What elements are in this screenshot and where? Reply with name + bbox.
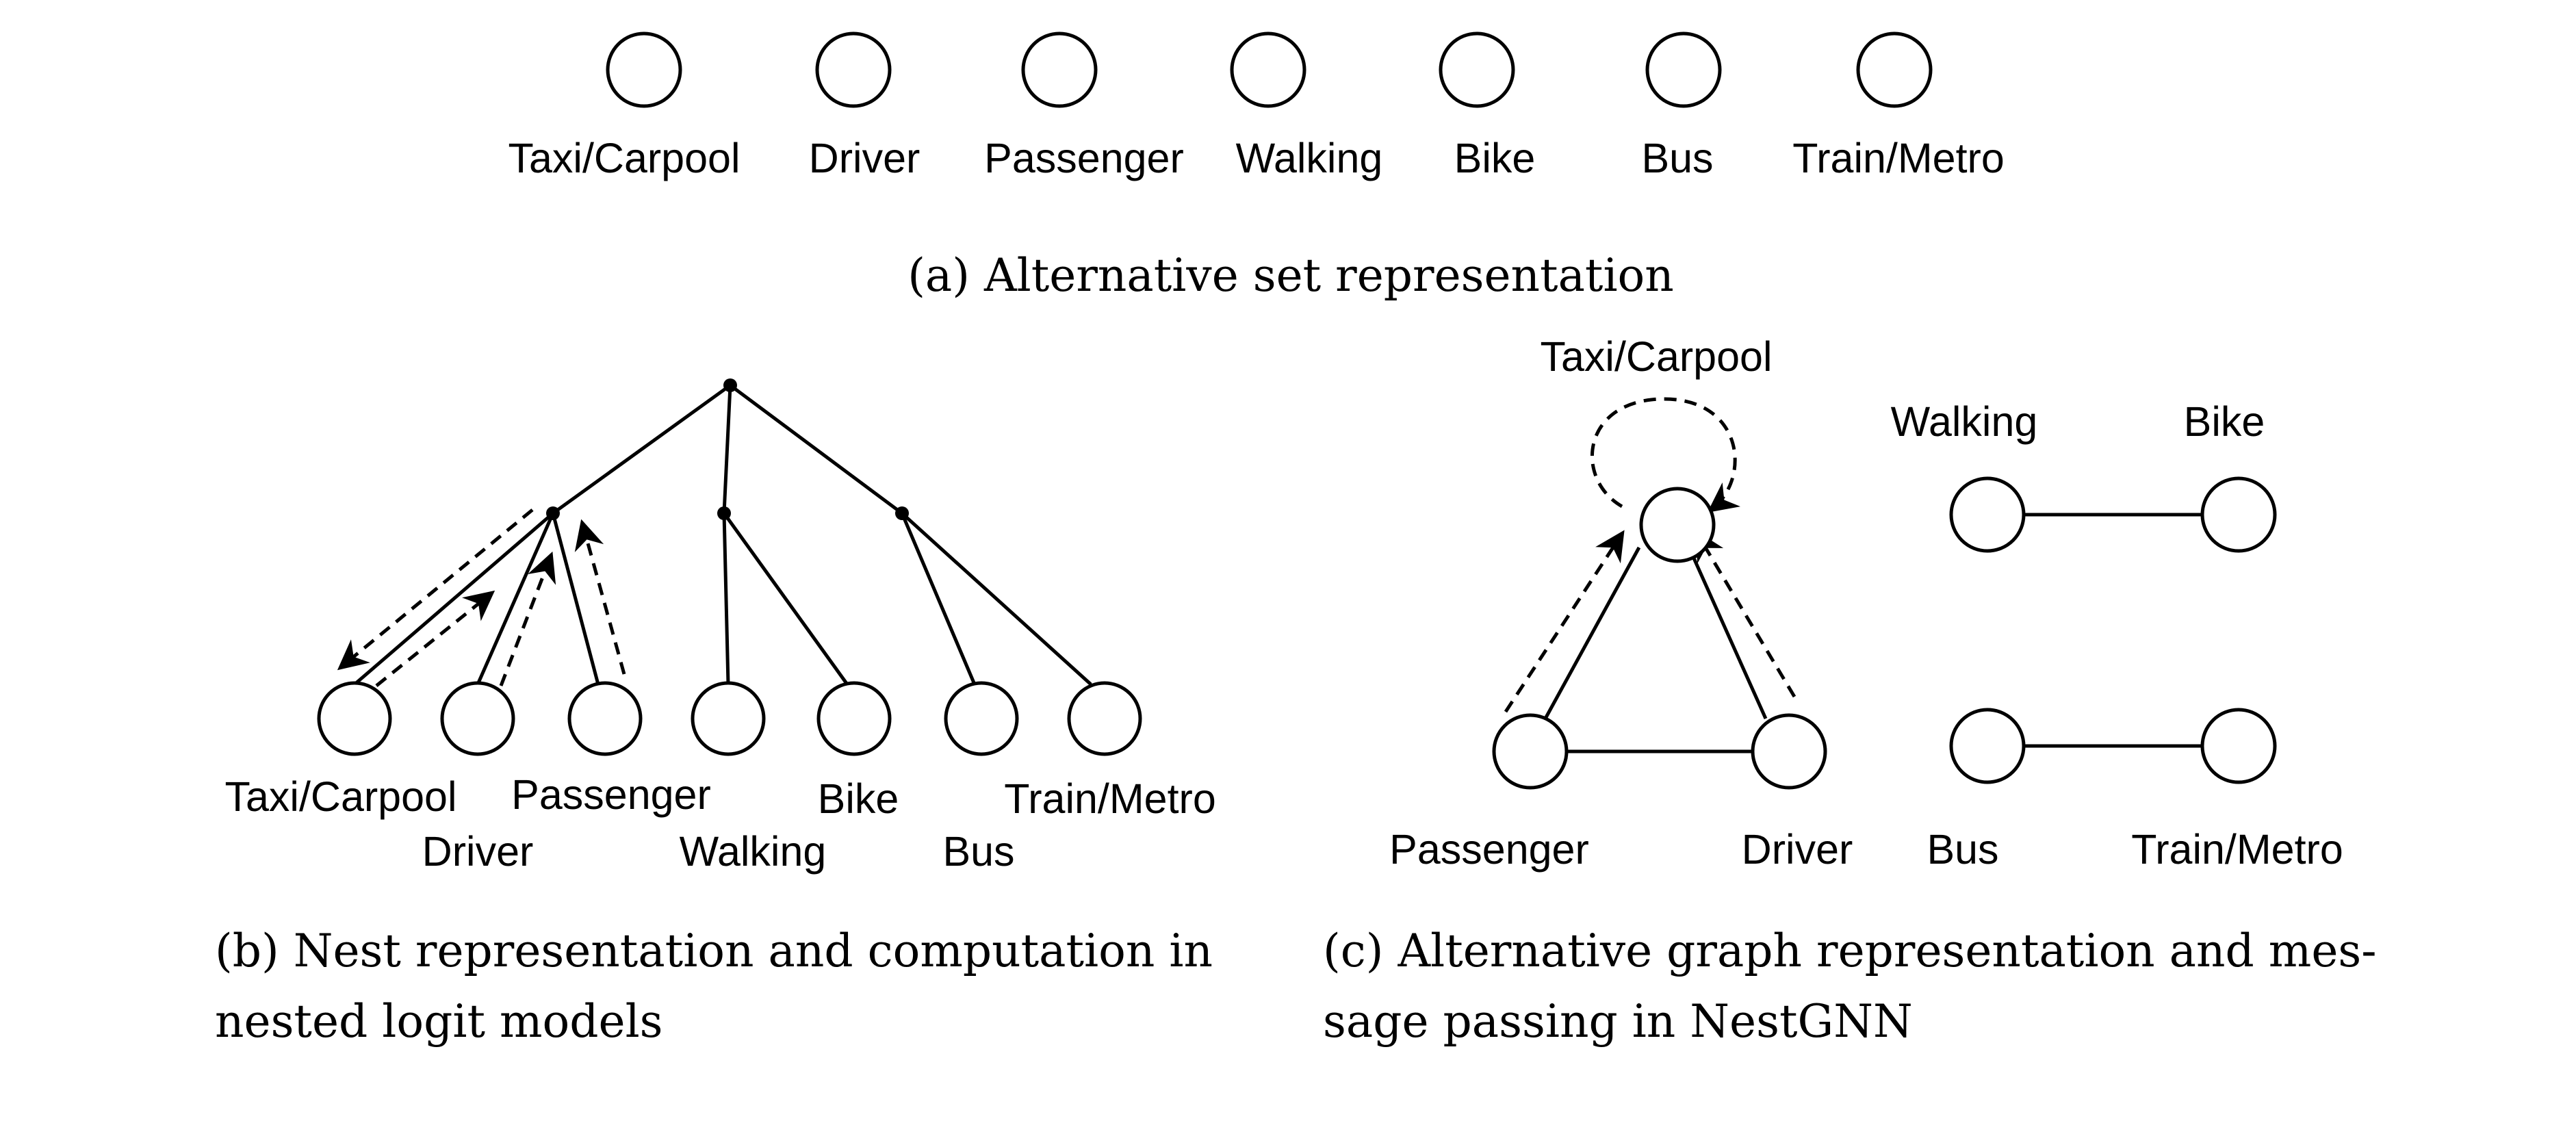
- computation-arrow-up-driver: [499, 551, 556, 686]
- panel-a-label-bus: Bus: [1641, 135, 1713, 181]
- panel-c-node-bike: [2200, 476, 2277, 553]
- panel-b-node-bus: [944, 681, 1019, 756]
- panel-b-node-driver: [440, 681, 515, 756]
- panel-b-node-train-metro: [1067, 681, 1142, 756]
- panel-a-node-bus: [1645, 31, 1722, 108]
- panel-b-node-walking: [691, 681, 766, 756]
- panel-a-node-walking: [1230, 31, 1306, 108]
- tree-nest-node-2: [717, 506, 731, 520]
- panel-a-node-passenger: [1021, 31, 1098, 108]
- message-arrow-driver-to-taxi: [1695, 530, 1796, 698]
- panel-c-label-passenger: Passenger: [1389, 826, 1589, 873]
- panel-b-label-passenger: Passenger: [511, 771, 711, 818]
- tree-edge-nest1-taxi: [353, 512, 554, 686]
- panel-a-alternative-set: Taxi/Carpool Driver Passenger Walking Bi…: [508, 31, 2005, 302]
- panel-b-label-driver: Driver: [422, 828, 534, 875]
- panel-b-label-walking: Walking: [680, 828, 827, 875]
- tree-edge-root-nest1: [552, 383, 732, 515]
- panel-a-node-bike: [1439, 31, 1515, 108]
- panel-a-node-train-metro: [1856, 31, 1933, 108]
- panel-c-alternative-graph: Taxi/Carpool Walking Bike Passenger Driv…: [1323, 333, 2377, 1048]
- computation-arrow-up-passenger: [574, 519, 626, 675]
- tree-edge-nest1-passenger: [551, 513, 600, 685]
- panel-b-nest-tree: Taxi/Carpool Driver Passenger Walking Bi…: [215, 378, 1216, 1048]
- graph-edge-taxi-passenger: [1543, 546, 1641, 720]
- panel-b-node-bike: [816, 681, 892, 756]
- panel-b-label-bus: Bus: [942, 828, 1014, 875]
- panel-c-caption-line-2: sage passing in NestGNN: [1323, 995, 1913, 1048]
- panel-b-caption-line-1: (b) Nest representation and computation …: [215, 925, 1213, 977]
- panel-c-node-taxi-carpool: [1639, 487, 1716, 563]
- panel-b-label-train-metro: Train/Metro: [1004, 775, 1216, 822]
- panel-c-label-bike: Bike: [2184, 398, 2265, 445]
- panel-a-label-train-metro: Train/Metro: [1792, 135, 2005, 181]
- message-arrow-passenger-to-taxi: [1504, 530, 1625, 713]
- panel-c-node-bus: [1949, 708, 2026, 784]
- panel-b-label-taxi-carpool: Taxi/Carpool: [224, 773, 456, 820]
- graph-edge-taxi-driver: [1687, 546, 1768, 720]
- panel-c-node-walking: [1949, 476, 2026, 553]
- panel-a-label-passenger: Passenger: [984, 135, 1184, 181]
- panel-a-label-bike: Bike: [1454, 135, 1536, 181]
- panel-b-node-passenger: [567, 681, 643, 756]
- tree-edge-nest3-train: [901, 512, 1092, 686]
- computation-arrow-up-taxi: [375, 590, 495, 687]
- panel-a-node-taxi-carpool: [606, 31, 682, 108]
- computation-arrow-down-taxi: [337, 508, 534, 671]
- tree-edge-nest1-driver: [476, 512, 555, 686]
- panel-c-caption-line-1: (c) Alternative graph representation and…: [1323, 925, 2377, 977]
- panel-c-label-driver: Driver: [1742, 826, 1853, 873]
- panel-b-caption-line-2: nested logit models: [215, 995, 663, 1048]
- panel-c-label-bus: Bus: [1927, 826, 1998, 873]
- tree-edge-nest2-walking: [722, 513, 730, 685]
- tree-root-node: [723, 378, 737, 392]
- panel-a-label-walking: Walking: [1236, 135, 1383, 181]
- message-self-loop-taxi: [1590, 397, 1741, 513]
- panel-c-label-walking: Walking: [1891, 398, 2038, 445]
- panel-c-label-train-metro: Train/Metro: [2131, 826, 2343, 873]
- panel-b-label-bike: Bike: [818, 775, 899, 822]
- panel-c-node-driver: [1751, 713, 1827, 790]
- panel-c-label-taxi-carpool: Taxi/Carpool: [1540, 333, 1772, 380]
- panel-a-node-driver: [815, 31, 892, 108]
- tree-edge-nest2-bike: [722, 512, 849, 686]
- tree-nest-node-1: [546, 506, 560, 520]
- tree-edge-root-nest3: [729, 383, 903, 515]
- panel-a-label-taxi-carpool: Taxi/Carpool: [508, 135, 740, 181]
- panel-c-node-train-metro: [2200, 708, 2277, 784]
- tree-edge-nest3-bus: [900, 513, 977, 685]
- panel-b-node-taxi-carpool: [317, 681, 392, 756]
- panel-a-label-driver: Driver: [809, 135, 920, 181]
- tree-nest-node-3: [895, 506, 909, 520]
- panel-c-node-passenger: [1492, 713, 1569, 790]
- tree-edge-root-nest2: [722, 385, 732, 514]
- panel-a-caption: (a) Alternative set representation: [907, 249, 1674, 302]
